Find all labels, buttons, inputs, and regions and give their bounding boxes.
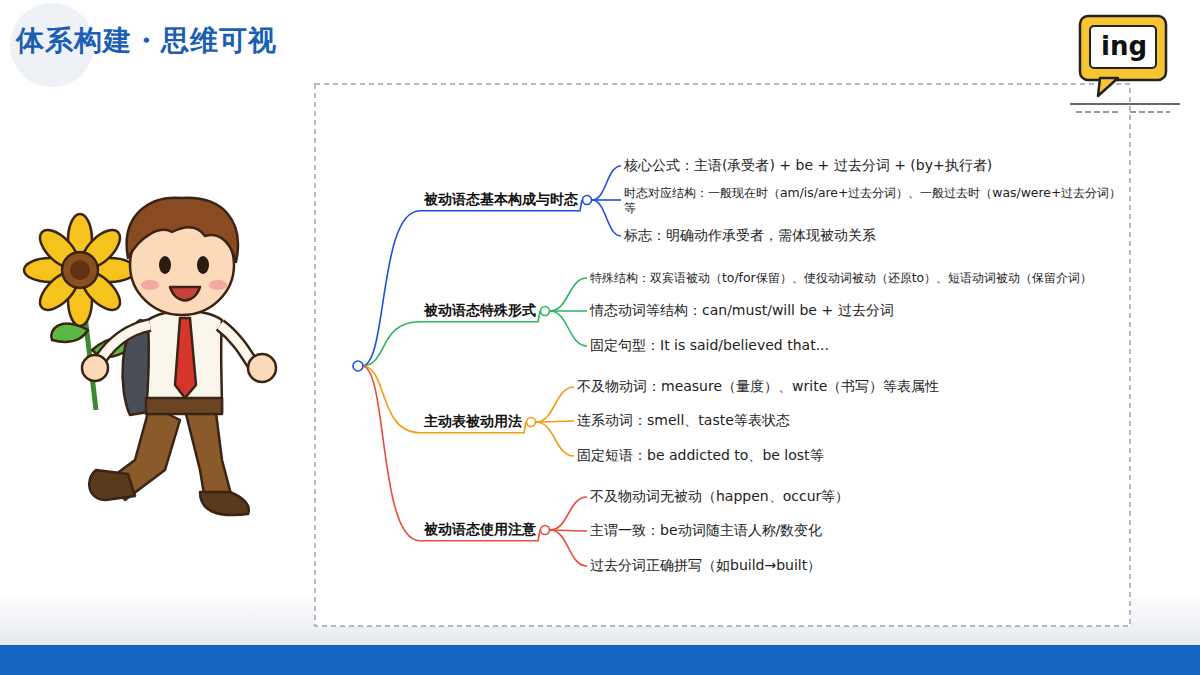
slide-title: 体系构建・思维可视	[16, 22, 277, 60]
branch-connector	[592, 166, 621, 200]
branch-connector	[536, 422, 574, 456]
boy-illustration	[12, 190, 310, 530]
branch-connector	[550, 278, 587, 311]
footer-bar	[0, 645, 1200, 675]
topic-text: 被动语态特殊形式	[424, 302, 536, 320]
icon-label: ing	[1094, 30, 1154, 64]
leaf-topic: 特殊结构：双宾语被动（to/for保留）、使役动词被动（还原to）、短语动词被动…	[590, 270, 1092, 286]
topic-text: 被动语态基本构成与时态	[424, 191, 578, 209]
branch-topic: 被动语态基本构成与时态	[424, 191, 578, 209]
root-dot	[353, 361, 363, 371]
leaf-topic: 时态对应结构：一般现在时（am/is/are+过去分词）、一般过去时（was/w…	[624, 185, 1124, 216]
branch-topic: 主动表被动用法	[424, 413, 522, 431]
branch-connector	[550, 311, 587, 346]
branch-dot	[541, 307, 550, 316]
branch-dot	[527, 418, 536, 427]
branch-connector	[592, 200, 621, 236]
leaf-topic: 过去分词正确拼写（如build→built）	[590, 557, 821, 575]
topic-text: 固定句型：It is said/believed that...	[590, 337, 829, 355]
branch-topic: 被动语态特殊形式	[424, 302, 536, 320]
branch-line	[362, 200, 582, 366]
topic-text: 不及物动词无被动（happen、occur等）	[590, 488, 849, 506]
branch-line	[362, 366, 540, 541]
topic-text: 特殊结构：双宾语被动（to/for保留）、使役动词被动（还原to）、短语动词被动…	[590, 270, 1092, 286]
topic-text: 不及物动词：measure（量度）、write（书写）等表属性	[577, 378, 939, 396]
topic-text: 主谓一致：be动词随主语人称/数变化	[590, 522, 822, 540]
branch-dot	[541, 526, 550, 535]
leaf-topic: 固定短语：be addicted to、be lost等	[577, 447, 824, 465]
branch-connector	[550, 530, 587, 566]
leaf-topic: 情态动词等结构：can/must/will be + 过去分词	[590, 302, 894, 320]
topic-text: 标志：明确动作承受者，需体现被动关系	[624, 227, 876, 245]
leaf-topic: 连系动词：smell、taste等表状态	[577, 412, 790, 430]
branch-line	[362, 311, 540, 366]
topic-text: 过去分词正确拼写（如build→built）	[590, 557, 821, 575]
topic-text: 连系动词：smell、taste等表状态	[577, 412, 790, 430]
ing-icon	[1070, 16, 1180, 112]
branch-line	[362, 366, 526, 433]
branch-dot	[583, 196, 592, 205]
topic-text: 时态对应结构：一般现在时（am/is/are+过去分词）、一般过去时（was/w…	[624, 185, 1124, 216]
branch-connector	[536, 421, 574, 422]
topic-text: 核心公式：主语(承受者) + be + 过去分词 + (by+执行者)	[624, 157, 992, 175]
topic-text: 主动表被动用法	[424, 413, 522, 431]
leaf-topic: 固定句型：It is said/believed that...	[590, 337, 829, 355]
topic-text: 被动语态使用注意	[424, 521, 536, 539]
leaf-topic: 不及物动词无被动（happen、occur等）	[590, 488, 849, 506]
leaf-topic: 核心公式：主语(承受者) + be + 过去分词 + (by+执行者)	[624, 157, 992, 175]
leaf-topic: 主谓一致：be动词随主语人称/数变化	[590, 522, 822, 540]
branch-topic: 被动语态使用注意	[424, 521, 536, 539]
leaf-topic: 不及物动词：measure（量度）、write（书写）等表属性	[577, 378, 939, 396]
topic-text: 情态动词等结构：can/must/will be + 过去分词	[590, 302, 894, 320]
topic-text: 固定短语：be addicted to、be lost等	[577, 447, 824, 465]
dashed-frame	[315, 84, 1130, 626]
branch-connector	[550, 497, 587, 530]
branch-connector	[536, 387, 574, 422]
leaf-topic: 标志：明确动作承受者，需体现被动关系	[624, 227, 876, 245]
